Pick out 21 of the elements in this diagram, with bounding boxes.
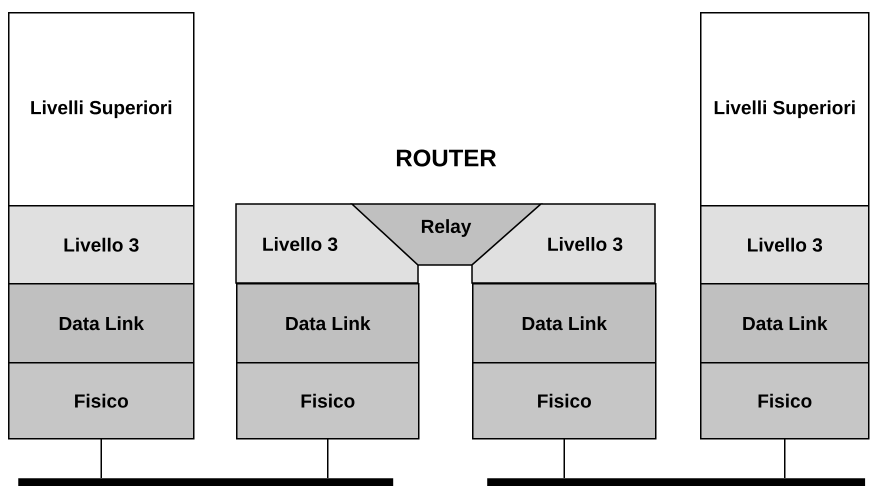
layer-box: Livelli Superiori — [8, 12, 194, 206]
connector-line — [784, 440, 786, 478]
bus-line — [18, 478, 394, 486]
layer-box: Livello 3 — [700, 205, 870, 284]
layer-box: Fisico — [700, 362, 870, 440]
connector-line — [327, 440, 328, 478]
layer-box: Fisico — [472, 362, 656, 440]
layer-box: Livello 3 — [8, 205, 194, 284]
layer-box: Livello 3 — [235, 203, 419, 284]
layer-box: Data Link — [8, 283, 194, 364]
layer-box: Data Link — [236, 283, 420, 364]
layer-box: Fisico — [236, 362, 420, 440]
layer-box: Livello 3 — [471, 203, 656, 284]
bus-line — [487, 478, 866, 486]
connector-line — [564, 440, 565, 478]
router-heading: ROUTER — [396, 150, 496, 166]
layer-box: Data Link — [700, 283, 870, 364]
connector-line — [100, 440, 102, 478]
layer-box: Fisico — [8, 362, 194, 440]
layer-box: Livelli Superiori — [700, 12, 870, 206]
layer-box: Data Link — [472, 283, 656, 364]
